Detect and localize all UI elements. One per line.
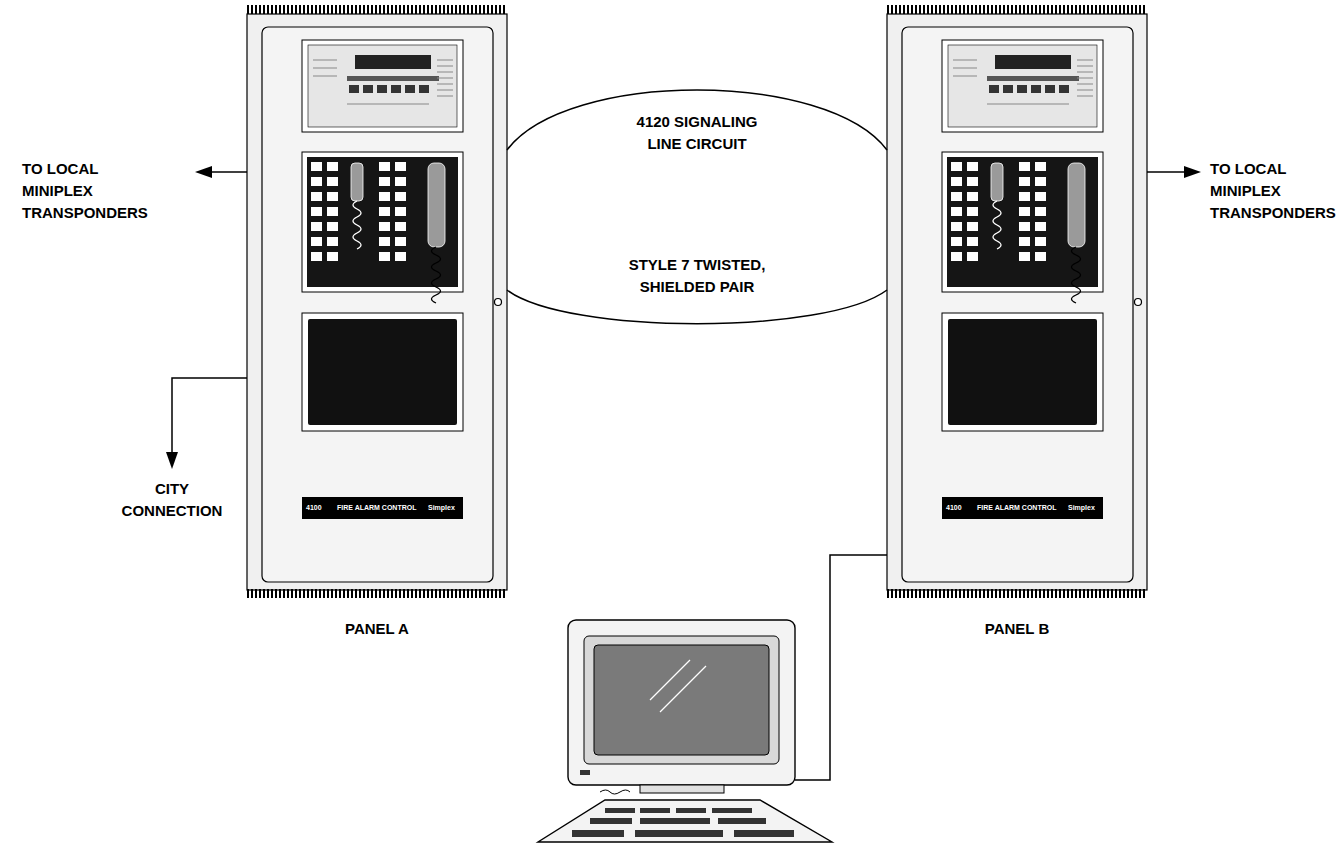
nameplate-text: Simplex [1068, 503, 1095, 512]
annotation-label: TO LOCAL MINIPLEX TRANSPONDERS [22, 158, 167, 224]
fire-alarm-panel [247, 5, 507, 598]
annotation-label: CITY CONNECTION [117, 478, 227, 522]
panel-title: PANEL A [247, 620, 507, 638]
computer [538, 620, 832, 842]
fire-alarm-panel [887, 5, 1147, 598]
city-connection-wire [166, 378, 247, 469]
wire-label: 4120 SIGNALING LINE CIRCUIT [622, 111, 772, 155]
wire-label: STYLE 7 TWISTED, SHIELDED PAIR [622, 254, 772, 298]
nameplate-text: FIRE ALARM CONTROL [337, 503, 416, 512]
computer-wire [795, 555, 887, 780]
nameplate-text: 4100 [946, 503, 962, 512]
transponder-arrow [195, 166, 1201, 178]
nameplate-text: FIRE ALARM CONTROL [977, 503, 1056, 512]
annotation-label: TO LOCAL MINIPLEX TRANSPONDERS [1210, 158, 1343, 224]
nameplate-text: Simplex [428, 503, 455, 512]
nameplate-text: 4100 [306, 503, 322, 512]
panel-title: PANEL B [887, 620, 1147, 638]
